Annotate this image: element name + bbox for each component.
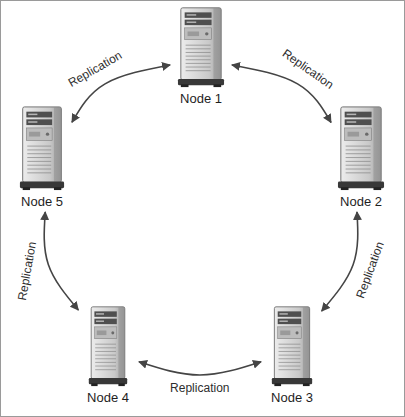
- edge-label: Replication: [15, 241, 39, 302]
- server-icon: [337, 105, 385, 191]
- replication-arrow: [322, 212, 358, 311]
- server-node: Node 4: [80, 305, 136, 405]
- edge-label: Replication: [170, 381, 229, 395]
- server-graphic: [20, 107, 64, 190]
- replication-arrow: [44, 212, 78, 310]
- edge-label: Replication: [354, 240, 387, 301]
- edge-label: Replication: [65, 48, 123, 90]
- server-node: Node 2: [333, 105, 389, 209]
- server-icon: [177, 6, 225, 88]
- server-node: Node 3: [264, 305, 320, 405]
- server-icon: [271, 305, 313, 387]
- node-label: Node 4: [80, 390, 136, 405]
- server-node: Node 1: [173, 6, 229, 106]
- server-graphic: [89, 307, 127, 386]
- edge-label: Replication: [280, 47, 337, 93]
- node-label: Node 5: [14, 194, 70, 209]
- server-icon: [19, 105, 65, 191]
- node-label: Node 3: [264, 390, 320, 405]
- server-icon: [88, 305, 128, 387]
- server-node: Node 5: [14, 105, 70, 209]
- node-label: Node 1: [173, 91, 229, 106]
- server-graphic: [338, 107, 384, 190]
- server-graphic: [272, 307, 312, 386]
- replication-arrow: [139, 362, 261, 375]
- node-label: Node 2: [333, 194, 389, 209]
- server-graphic: [178, 8, 224, 87]
